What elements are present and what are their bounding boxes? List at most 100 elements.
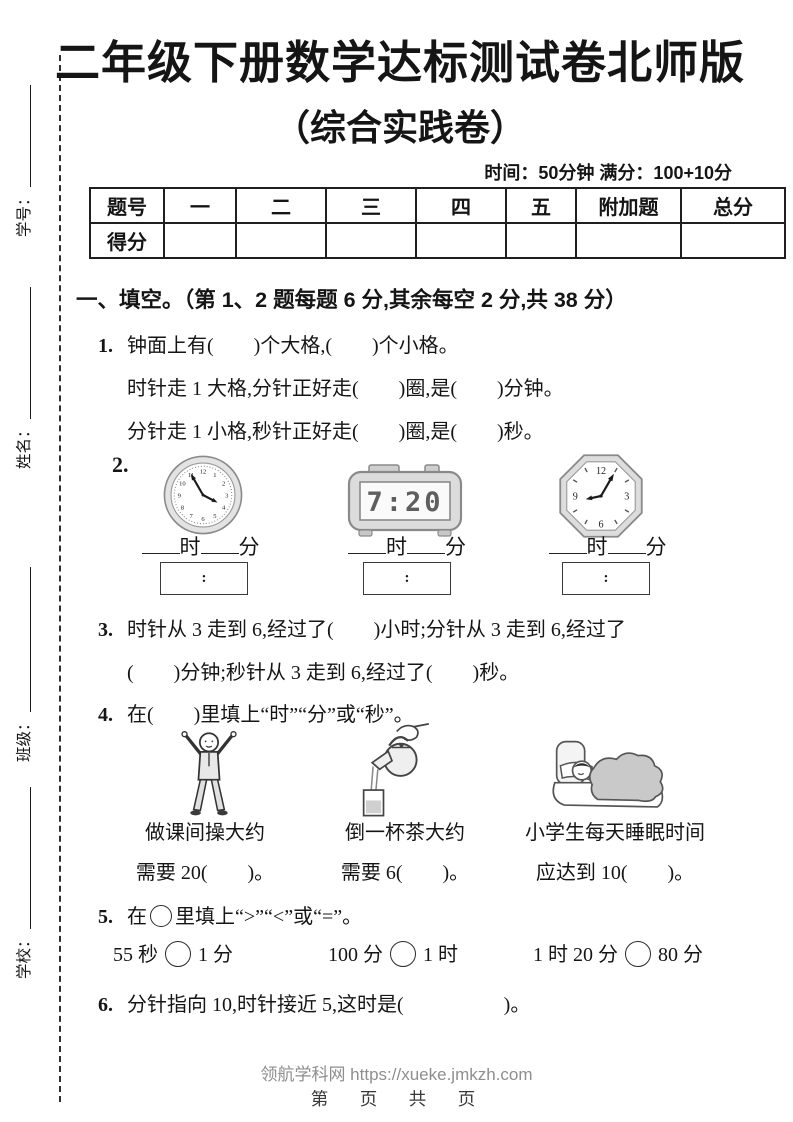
- question-2-number-text: 2.: [112, 452, 129, 477]
- boy-right-arm: [215, 733, 234, 757]
- digital-time-display: 7:20: [366, 487, 443, 518]
- teapot-handle: [388, 736, 409, 747]
- student-id-blank-line[interactable]: [30, 85, 31, 188]
- question-5-number: 5.: [98, 906, 113, 928]
- question-3-text: 时针从 3 走到 6,经过了( )小时;分针从 3 走到 6,经过了: [127, 619, 626, 641]
- colon-mark: :: [201, 570, 207, 586]
- teapot-knob: [399, 743, 404, 748]
- section-one-heading: 一、填空。（第 1、2 题每题 6 分,其余每空 2 分,共 38 分）: [76, 288, 627, 312]
- hour-ticks: [572, 467, 630, 525]
- boy-left-arm: [184, 733, 203, 757]
- score-cell[interactable]: [235, 222, 327, 259]
- question-1-line-1: 1. 钟面上有( )个大格,( )个小格。: [98, 329, 459, 358]
- score-table-header-row: 题号 一 二 三 四 五 附加题 总分: [89, 187, 786, 224]
- compare-right: 1 分: [198, 944, 233, 966]
- hour-hand: [201, 493, 214, 501]
- minute-hand: [599, 478, 612, 498]
- compare-left: 55 秒: [113, 944, 158, 966]
- minute-tick-ring: [173, 465, 233, 525]
- score-row-label: 得分: [89, 222, 165, 259]
- minute-blank[interactable]: [607, 540, 646, 554]
- question-1-text: 钟面上有( )个大格,( )个小格。: [127, 335, 459, 357]
- question-5-suffix: 里填上“>”“<”或“=”。: [175, 906, 363, 928]
- minute-unit-label: 分: [645, 535, 667, 559]
- compare-left: 1 时 20 分: [533, 944, 618, 966]
- score-cell[interactable]: [575, 222, 682, 259]
- clock-center-pin: [599, 494, 603, 498]
- clock-center-pin: [201, 493, 205, 497]
- octagon-analog-clock-figure: 12 3 6 9: [559, 454, 643, 538]
- margin-field-class: 班级：: [14, 567, 34, 762]
- svg-text:12: 12: [596, 466, 606, 477]
- question-1-line-2: 时针走 1 大格,分针正好走( )圈,是( )分钟。: [127, 378, 564, 400]
- minute-hand: [192, 478, 205, 497]
- hour-blank[interactable]: [348, 540, 386, 554]
- time-caption-2: 时分: [322, 531, 492, 561]
- minute-unit-label: 分: [238, 535, 260, 559]
- arm: [413, 723, 430, 728]
- compare-answer-circle[interactable]: [625, 941, 651, 967]
- q4-caption-3: 小学生每天睡眠时间: [525, 822, 705, 844]
- score-cell[interactable]: [163, 222, 237, 259]
- score-cell[interactable]: [680, 222, 786, 259]
- school-label: 学校：: [16, 932, 33, 979]
- margin-field-name: 姓名：: [14, 287, 34, 469]
- name-label: 姓名：: [16, 422, 33, 469]
- question-6-number: 6.: [98, 994, 113, 1016]
- margin-field-school: 学校：: [14, 787, 34, 979]
- time-answer-box-2[interactable]: :: [363, 562, 451, 595]
- compare-left: 100 分: [328, 944, 383, 966]
- name-blank-line[interactable]: [30, 287, 31, 420]
- question-4-text: 在( )里填上“时”“分”或“秒”。: [127, 704, 414, 726]
- score-col-header: 四: [415, 187, 507, 224]
- question-4-line: 4. 在( )里填上“时”“分”或“秒”。: [98, 698, 414, 727]
- school-blank-line[interactable]: [30, 787, 31, 930]
- hour-hand-arrow: [585, 495, 593, 501]
- minute-unit-label: 分: [445, 535, 466, 559]
- clock-dial-numbers: 12 3 6 9: [573, 466, 630, 530]
- hour-unit-label: 时: [586, 535, 608, 559]
- boy-left-shoe: [190, 810, 201, 816]
- time-caption-3: 时分: [520, 531, 695, 561]
- student-id-label: 学号：: [16, 190, 33, 237]
- page-subtitle: （综合实践卷）: [273, 107, 526, 148]
- svg-text:2: 2: [222, 481, 225, 488]
- footer-site-watermark: 领航学科网 https://xueke.jmkzh.com: [260, 1065, 533, 1084]
- q4-answer-line-2: 需要 6( )。: [340, 862, 470, 884]
- minute-blank[interactable]: [407, 540, 445, 554]
- svg-text:7: 7: [189, 513, 193, 520]
- question-6-line: 6. 分针指向 10,时针接近 5,这时是( )。: [98, 988, 530, 1017]
- colon-mark: :: [603, 570, 609, 586]
- question-3-line-1: 3. 时针从 3 走到 6,经过了( )小时;分针从 3 走到 6,经过了: [98, 613, 626, 642]
- score-cell[interactable]: [415, 222, 507, 259]
- hour-blank[interactable]: [141, 540, 180, 554]
- question-6-text: 分针指向 10,时针接近 5,这时是( )。: [127, 994, 531, 1016]
- svg-text:5: 5: [213, 513, 217, 520]
- boy-right-shoe: [217, 810, 228, 816]
- minute-hand-arrow: [190, 473, 196, 481]
- margin-field-student-id: 学号：: [14, 85, 34, 237]
- question-4-number: 4.: [98, 704, 113, 726]
- time-answer-box-1[interactable]: :: [160, 562, 248, 595]
- clock-foot: [437, 529, 452, 537]
- digital-clock-figure: 7:20: [347, 464, 463, 537]
- score-col-header: 题号: [89, 187, 165, 224]
- question-3-number: 3.: [98, 619, 113, 641]
- minute-blank[interactable]: [200, 540, 239, 554]
- compare-answer-circle[interactable]: [390, 941, 416, 967]
- score-cell[interactable]: [325, 222, 417, 259]
- hour-blank[interactable]: [548, 540, 587, 554]
- teapot-spout: [370, 749, 394, 771]
- time-answer-box-3[interactable]: :: [562, 562, 650, 595]
- question-2-number: 2.: [112, 452, 138, 478]
- compare-answer-circle[interactable]: [165, 941, 191, 967]
- score-cell[interactable]: [505, 222, 577, 259]
- score-col-header: 附加题: [575, 187, 682, 224]
- blanket: [588, 752, 664, 803]
- score-col-header: 二: [235, 187, 327, 224]
- q4-caption-1: 做课间操大约: [145, 822, 265, 844]
- compare-item-1: 55 秒 1 分: [113, 938, 233, 967]
- svg-text:12: 12: [200, 469, 207, 476]
- class-blank-line[interactable]: [30, 567, 31, 713]
